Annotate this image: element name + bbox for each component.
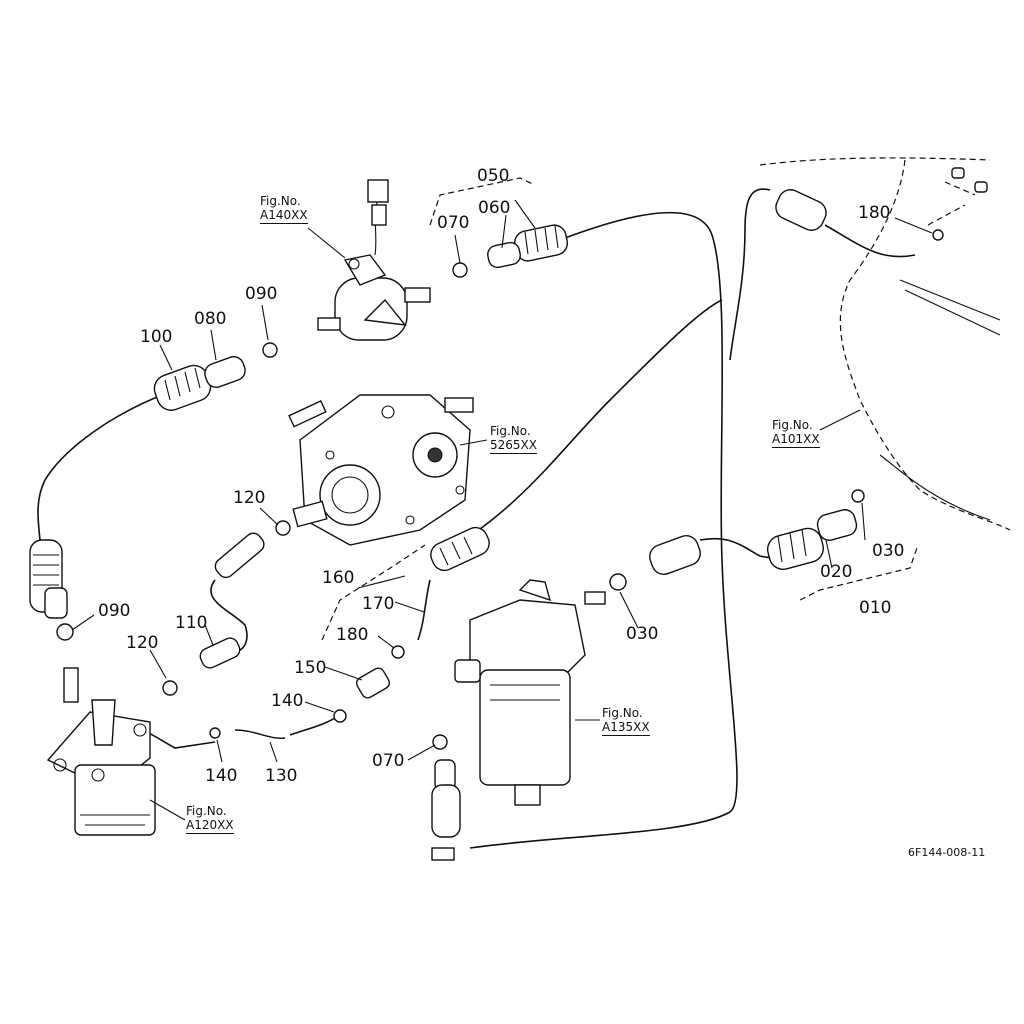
- label-140-center: 140: [271, 691, 304, 711]
- clamps: [56, 229, 944, 750]
- label-120-top: 120: [233, 488, 266, 508]
- label-020: 020: [820, 562, 853, 582]
- group-bracket-010: [799, 544, 919, 601]
- fuel-valve-150: [356, 667, 390, 699]
- hose-line-upper-right: [729, 188, 771, 361]
- label-130: 130: [265, 766, 298, 786]
- label-030-right: 030: [872, 541, 905, 561]
- hose-020: [766, 509, 858, 570]
- hose-line-110: [210, 579, 248, 653]
- hose-line-140: [289, 714, 341, 736]
- hose-line-filter-to-pump: [439, 299, 723, 556]
- label-050: 050: [477, 166, 510, 186]
- injection-pump: [288, 394, 474, 546]
- label-110: 110: [175, 613, 208, 633]
- hose-060-050: [487, 224, 569, 269]
- label-120-left: 120: [126, 633, 159, 653]
- figref-a140-prefix: Fig.No.: [260, 194, 301, 208]
- label-060: 060: [478, 198, 511, 218]
- figref-a101-code: A101XX: [772, 432, 820, 448]
- hose-170: [417, 526, 490, 641]
- label-140-left: 140: [205, 766, 238, 786]
- figref-a140: Fig.No. A140XX: [260, 194, 308, 224]
- label-070-lower: 070: [372, 751, 405, 771]
- hose-080-100: [153, 356, 246, 411]
- figref-a135-prefix: Fig.No.: [602, 706, 643, 720]
- engine-outline-dashed: [759, 157, 1011, 531]
- sediment-filter: [454, 579, 606, 806]
- hose-upper-right: [775, 189, 916, 258]
- hose-line-top: [469, 211, 738, 849]
- engine-frame-lines: [879, 279, 1001, 521]
- hose-line-left: [37, 394, 163, 541]
- label-100: 100: [140, 327, 173, 347]
- figref-a120: Fig.No. A120XX: [186, 804, 234, 834]
- label-170: 170: [362, 594, 395, 614]
- connector-bottom: [431, 847, 455, 861]
- label-070-top: 070: [437, 213, 470, 233]
- figref-a120-code: A120XX: [186, 818, 234, 834]
- bolts-upper-right: [927, 167, 988, 226]
- label-030-center: 030: [626, 624, 659, 644]
- figref-a101: Fig.No. A101XX: [772, 418, 820, 448]
- figref-a120-prefix: Fig.No.: [186, 804, 227, 818]
- hose-070-lower: [431, 759, 461, 838]
- figref-5265-code: 5265XX: [490, 438, 537, 454]
- fuel-filter-lower-left: [46, 667, 156, 836]
- group-bracket-160: [321, 544, 426, 641]
- hose-left-vertical: [29, 539, 68, 619]
- label-010: 010: [859, 598, 892, 618]
- hose-130: [234, 729, 286, 739]
- hose-110: [199, 532, 265, 669]
- figref-a135-code: A135XX: [602, 720, 650, 736]
- label-090-left: 090: [98, 601, 131, 621]
- electric-fuel-pump: [317, 179, 431, 341]
- label-160: 160: [322, 568, 355, 588]
- leader-lines: [71, 199, 933, 821]
- group-bracket-050: [429, 177, 536, 226]
- figref-5265-prefix: Fig.No.: [490, 424, 531, 438]
- label-150: 150: [294, 658, 327, 678]
- label-180-center: 180: [336, 625, 369, 645]
- figref-a140-code: A140XX: [260, 208, 308, 224]
- hose-030-right: [649, 535, 701, 575]
- figref-5265: Fig.No. 5265XX: [490, 424, 537, 454]
- drawing-code: 6F144-008-11: [908, 846, 986, 859]
- figref-a101-prefix: Fig.No.: [772, 418, 813, 432]
- label-080: 080: [194, 309, 227, 329]
- label-180-right: 180: [858, 203, 891, 223]
- figref-a135: Fig.No. A135XX: [602, 706, 650, 736]
- label-090-top: 090: [245, 284, 278, 304]
